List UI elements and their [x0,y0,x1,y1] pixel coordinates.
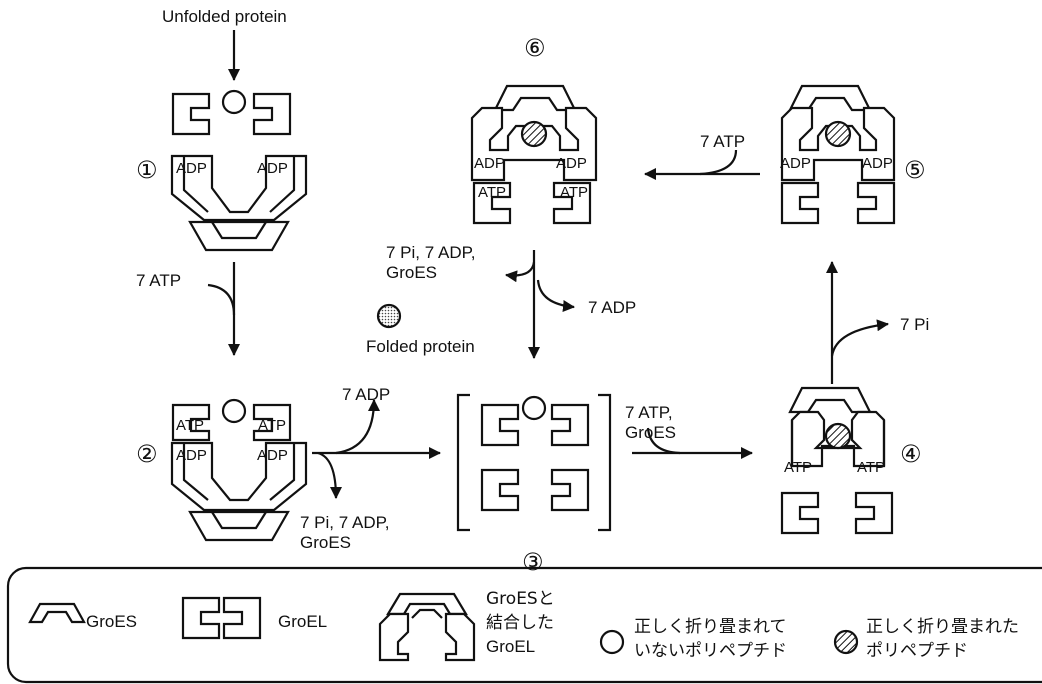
complex-2-adp-left: ADP [176,447,207,464]
adp-label-2-to-3: 7 ADP [342,385,390,404]
unfolded-protein-label: Unfolded protein [162,7,287,26]
legend-unfolded-symbol [601,631,623,653]
step-number-2: ② [136,440,158,468]
complex-1-adp-left: ADP [176,160,207,177]
arrow-adp-out-top [538,280,574,307]
release-label-6-line2: GroES [386,263,437,282]
atp-groes-label-line2: GroES [625,423,676,442]
release-label-6-line1: 7 Pi, 7 ADP, [386,243,475,262]
step-number-6: ⑥ [524,34,546,62]
complex-4-atp-right: ATP [857,459,885,476]
arrow-release-out-top [506,262,534,275]
arrow-pi-out [832,324,888,356]
complex-6-adp-left: ADP [474,155,505,172]
folded-protein-label: Folded protein [366,337,475,356]
complex-4-atp-left: ATP [784,459,812,476]
legend-groel-symbol [183,598,260,638]
complex-1-adp-right: ADP [257,160,288,177]
legend-unfolded-line1: 正しく折り畳まれて [634,617,787,637]
atp-groes-label-line1: 7 ATP, [625,403,673,422]
legend-folded-line1: 正しく折り畳まれた [866,617,1019,637]
step-number-4: ④ [900,440,922,468]
legend-bound-groel-symbol [380,594,474,660]
arrow-release-out [318,453,336,498]
legend-groel-label: GroEL [278,612,327,631]
release-label-2-line1: 7 Pi, 7 ADP, [300,513,389,532]
step-number-5: ⑤ [904,156,926,184]
complex-5-adp-left: ADP [780,155,811,172]
legend-bound-line2: 結合した [486,613,554,633]
arrow-atp-input [208,285,234,315]
complex-6-atp-right: ATP [560,184,588,201]
legend-groes-symbol [30,604,84,622]
atp-label-5-to-6: 7 ATP [700,132,745,151]
adp-label-6-to-3: 7 ADP [588,298,636,317]
complex-2-adp-right: ADP [257,447,288,464]
legend-bound-line1: GroESと [486,589,555,609]
complex-2-atp-left: ATP [176,417,204,434]
complex-5-adp-right: ADP [862,155,893,172]
complex-3 [458,395,610,530]
atp-label-1-to-2: 7 ATP [136,271,181,290]
legend-groes-label: GroES [86,612,137,631]
legend-folded-line2: ポリペプチド [866,641,968,661]
complex-6-atp-left: ATP [478,184,506,201]
pi-label-4-to-5: 7 Pi [900,315,929,334]
complex-6-adp-right: ADP [556,155,587,172]
arrow-atp-input-top [700,150,736,174]
release-label-2-line2: GroES [300,533,351,552]
step-number-1: ① [136,156,158,184]
folded-protein-symbol [378,305,400,327]
legend-folded-symbol [835,631,857,653]
legend-unfolded-line2: いないポリペプチド [634,641,787,661]
arrow-adp-out [336,400,374,453]
complex-2-atp-right: ATP [258,417,286,434]
step-number-3: ③ [522,548,544,576]
legend-bound-line3: GroEL [486,637,535,656]
